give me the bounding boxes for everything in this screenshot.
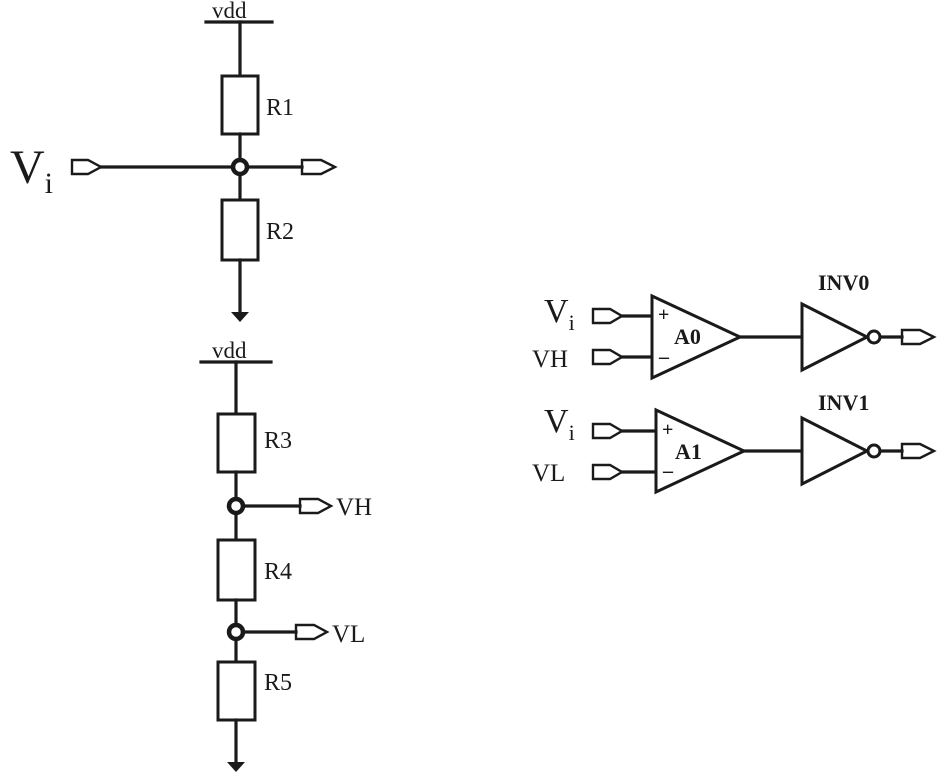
vi-input-port: [70, 158, 104, 176]
vl-output-port: [294, 623, 330, 641]
a0-minus-input-label: VH: [532, 346, 568, 373]
resistor-r1-label: R1: [266, 95, 294, 121]
resistor-r2: [220, 198, 260, 262]
ground-symbol-1: [231, 312, 249, 322]
junction-node-vl: [226, 622, 246, 642]
inverter-inv0: [800, 301, 871, 373]
a1-minus-input-port: [591, 463, 625, 481]
comparator-a1-label: A1: [675, 439, 702, 464]
a1-plus-sign: +: [662, 419, 673, 441]
inverter-inv1-label: INV1: [818, 390, 869, 415]
vdd-label-2: vdd: [212, 338, 247, 363]
a1-plus-input-port: [591, 422, 625, 440]
resistor-r5: [216, 660, 257, 722]
resistor-r3-label: R3: [264, 428, 292, 454]
vh-output-port: [298, 497, 334, 515]
vdd-label-1: vdd: [212, 0, 247, 23]
inverter-inv1-bubble: [866, 443, 882, 459]
junction-node-vh: [226, 496, 246, 516]
inverter-inv0-bubble: [866, 329, 882, 345]
resistor-r3: [216, 412, 257, 474]
inv0-output-port: [900, 328, 937, 346]
resistor-r4-label: R4: [264, 559, 292, 585]
resistor-r1: [220, 74, 260, 136]
comparator-a0: [650, 293, 744, 381]
a0-plus-input-port: [591, 307, 625, 325]
a1-minus-sign: –: [662, 460, 674, 482]
a0-plus-input-label: Vi: [544, 293, 575, 335]
comparator-a0-label: A0: [674, 324, 701, 349]
a0-minus-sign: –: [658, 346, 670, 368]
divider-output-port: [300, 158, 338, 176]
resistor-r2-label: R2: [266, 219, 294, 245]
ground-symbol-2: [227, 762, 245, 772]
inverter-inv1: [800, 415, 871, 487]
a1-minus-input-label: VL: [532, 460, 565, 487]
inv1-output-port: [900, 442, 937, 460]
a1-plus-input-label: Vi: [544, 403, 575, 445]
vi-input-label: Vi: [10, 141, 53, 200]
junction-node-1: [230, 157, 250, 177]
comparator-a1: [654, 407, 748, 495]
a0-plus-sign: +: [658, 304, 669, 326]
resistor-r5-label: R5: [264, 670, 292, 696]
comparator-stage-1: Vi VL + – A1 INV1: [532, 390, 937, 495]
divider-1: vdd R1 R2 Vi: [10, 0, 338, 322]
a0-minus-input-port: [591, 348, 625, 366]
comparator-stage-0: Vi VH + – A0 INV0: [532, 270, 937, 381]
vl-output-label: VL: [332, 621, 365, 648]
vh-output-label: VH: [336, 494, 372, 521]
divider-2: vdd R3 R4 R5 VH VL: [199, 338, 372, 772]
resistor-r4: [216, 538, 257, 602]
inverter-inv0-label: INV0: [818, 270, 869, 295]
